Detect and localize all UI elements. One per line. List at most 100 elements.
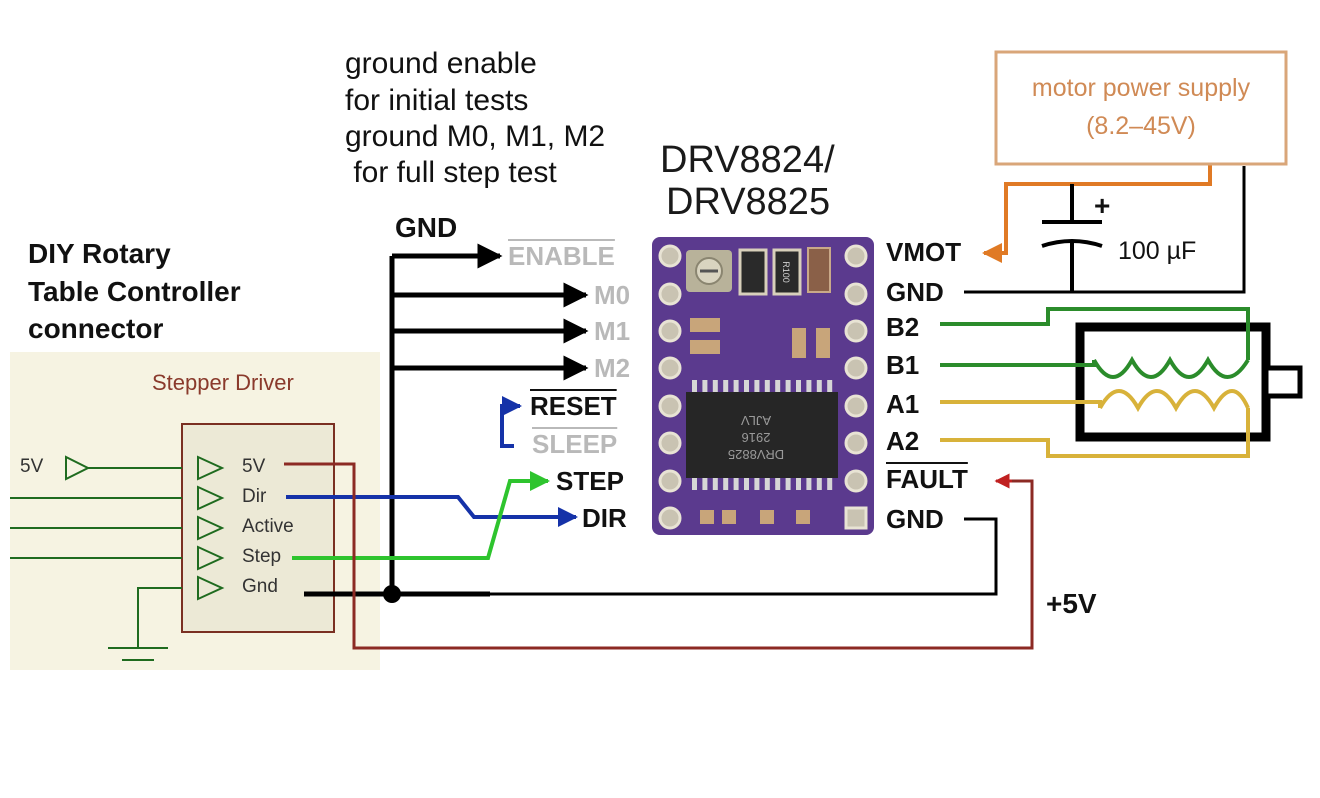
chip-title-2: DRV8825	[666, 181, 831, 223]
pin-step: STEP	[556, 466, 624, 496]
chip-leg	[723, 478, 729, 490]
board-pad	[658, 356, 682, 380]
chip-leg	[723, 380, 729, 392]
board-pad	[844, 244, 868, 268]
motor-shaft	[1263, 365, 1303, 399]
diy-label-3: connector	[28, 313, 164, 344]
note-line-1: ground enable	[345, 47, 537, 80]
stepper-driver-title: Stepper Driver	[152, 370, 294, 395]
board-pad	[844, 282, 868, 306]
chip-leg	[744, 380, 749, 392]
vmot-wire	[982, 164, 1212, 263]
chip-leg	[764, 478, 770, 490]
chip-leg	[796, 478, 801, 490]
board-pad	[844, 431, 868, 455]
pin-dir: DIR	[582, 503, 627, 533]
pin-vmot: VMOT	[886, 237, 962, 267]
diy-label-2: Table Controller	[28, 276, 241, 307]
motor-body	[1075, 322, 1271, 442]
board-pad	[844, 356, 868, 380]
sd-pin-step: Step	[242, 546, 282, 567]
chip-leg	[702, 380, 708, 392]
chip-leg	[796, 380, 801, 392]
chip-leg	[754, 380, 760, 392]
board-pad	[658, 469, 682, 493]
dir-wire	[286, 495, 578, 527]
pin-gnd-2: GND	[886, 504, 944, 534]
chip-marking-2: 2916	[742, 430, 771, 445]
pin-reset: RESET	[530, 391, 617, 421]
chip-leg	[816, 478, 822, 490]
chip-leg	[806, 478, 812, 490]
chip-leg	[754, 478, 760, 490]
sd-pin-5v: 5V	[242, 456, 266, 477]
board-smd-3	[792, 328, 806, 358]
fivev-wire	[284, 462, 1034, 650]
board-smd-1	[690, 318, 720, 332]
chip-leg	[733, 478, 739, 490]
gnd-wire-top	[964, 166, 1246, 294]
board-pad	[658, 244, 682, 268]
pin-m2: M2	[594, 353, 631, 383]
input-5v-label: 5V	[20, 456, 44, 477]
note-line-2: for initial tests	[345, 84, 529, 117]
board-pad	[844, 469, 868, 493]
chip-leg	[702, 478, 708, 490]
schematic-lines	[10, 455, 225, 661]
board-smd-2	[690, 340, 720, 354]
capacitor	[1041, 184, 1103, 292]
sd-pin-active: Active	[242, 516, 294, 537]
step-wire	[292, 471, 550, 560]
capacitor-value: 100 µF	[1118, 237, 1197, 265]
chip-leg	[775, 380, 781, 392]
chip-leg	[712, 478, 718, 490]
capacitor-plus: +	[1094, 190, 1111, 221]
board-pad	[844, 394, 868, 418]
pin-m0: M0	[594, 280, 631, 310]
board-pad	[658, 506, 682, 530]
chip-leg	[785, 380, 791, 392]
sd-pin-dir: Dir	[242, 486, 267, 507]
pin-m1: M1	[594, 316, 631, 346]
coil-b	[940, 307, 1250, 379]
pin-gnd-1: GND	[886, 277, 944, 307]
chip-title-1: DRV8824/	[660, 139, 835, 181]
pin-fault: FAULT	[886, 464, 968, 494]
board-capacitor	[807, 247, 831, 293]
chip-leg	[816, 380, 822, 392]
board-resistor-1	[738, 248, 768, 296]
chip-leg	[827, 478, 833, 490]
board-chip	[686, 392, 838, 478]
board-pad	[658, 282, 682, 306]
board-smd-4	[816, 328, 830, 358]
chip-leg	[692, 380, 697, 392]
pin-a1: A1	[886, 389, 920, 419]
reset-sleep-link	[500, 396, 522, 448]
chip-leg	[733, 380, 739, 392]
pin-a2: A2	[886, 426, 920, 456]
pin-b1: B1	[886, 350, 920, 380]
sd-pin-gnd: Gnd	[242, 576, 278, 597]
board-pad	[844, 319, 868, 343]
power-supply-label-2: (8.2–45V)	[1086, 112, 1196, 140]
chip-marking-1: DRV8825	[728, 447, 784, 462]
pin-enable: ENABLE	[508, 241, 615, 271]
chip-leg	[744, 478, 749, 490]
note-line-3: ground M0, M1, M2	[345, 120, 606, 153]
note-line-4: for full step test	[345, 156, 557, 189]
chip-leg	[775, 478, 781, 490]
gnd-label: GND	[395, 212, 458, 243]
chip-leg	[785, 478, 791, 490]
coil-a	[940, 389, 1250, 458]
chip-leg	[692, 478, 697, 490]
gnd-return-wire	[490, 517, 998, 596]
diy-label-1: DIY Rotary	[28, 238, 171, 269]
chip-leg	[764, 380, 770, 392]
plus5v-label: +5V	[1046, 588, 1097, 619]
board-pad	[844, 506, 868, 530]
board-pad	[658, 431, 682, 455]
pin-sleep: SLEEP	[532, 429, 618, 459]
pin-b2: B2	[886, 312, 920, 342]
board-pad	[658, 319, 682, 343]
chip-marking-3: AJLV	[741, 413, 771, 428]
